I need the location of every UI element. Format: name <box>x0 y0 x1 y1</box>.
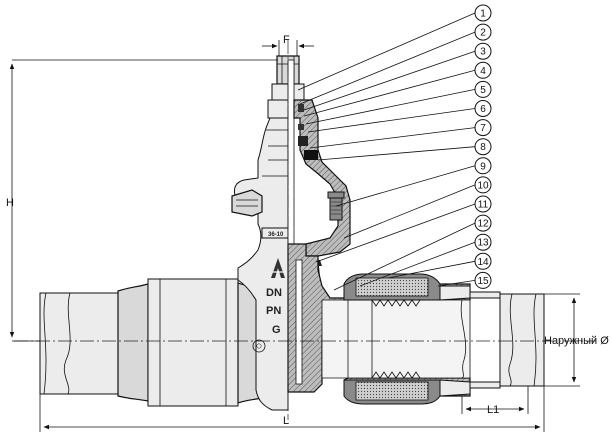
callout-bubble-7 <box>474 119 492 137</box>
callout-leader-6 <box>307 108 476 133</box>
dimension-h <box>9 59 278 342</box>
callout-bubble-2 <box>474 23 492 41</box>
callout-bubble-8 <box>474 138 492 156</box>
dimension-l1-label: L1 <box>487 404 499 416</box>
callout-number-14: 14 <box>477 257 489 268</box>
callout-number-11: 11 <box>478 200 489 211</box>
callout-leader-8 <box>317 146 476 161</box>
callout-leader-1 <box>297 12 476 91</box>
dimension-outer-diameter <box>544 293 580 387</box>
dimension-f-label: F <box>283 34 290 46</box>
dn-mark: DN <box>266 287 282 299</box>
callout-number-1: 1 <box>480 9 486 20</box>
callout-leader-7 <box>309 127 476 149</box>
callout-bubble-4 <box>474 61 492 79</box>
callout-number-7: 7 <box>480 123 486 134</box>
size-code-label: 36-10 <box>268 232 284 238</box>
callout-leader-4 <box>303 69 476 117</box>
callout-number-10: 10 <box>477 180 489 191</box>
dimension-l-label: L <box>283 415 289 427</box>
callout-number-15: 15 <box>477 276 489 287</box>
dimension-h-label: H <box>6 197 14 209</box>
callout-number-12: 12 <box>477 219 489 230</box>
dimension-f <box>262 40 314 56</box>
callout-bubble-9 <box>474 157 492 175</box>
callout-bubble-15 <box>474 271 492 289</box>
callout-bubble-3 <box>474 42 492 60</box>
callout-number-2: 2 <box>480 28 486 39</box>
callout-bubble-11 <box>474 195 492 213</box>
callout-leader-12 <box>333 222 476 291</box>
callout-bubble-10 <box>474 176 492 194</box>
callout-leader-10 <box>343 184 476 239</box>
dimension-l1 <box>461 386 529 414</box>
callout-leader-2 <box>299 31 476 105</box>
callout-bubble-1 <box>474 4 492 22</box>
callout-number-3: 3 <box>480 47 486 58</box>
callout-bubble-5 <box>474 80 492 98</box>
callout-bubble-6 <box>474 100 492 117</box>
callout-leader-9 <box>335 165 476 207</box>
callout-leader-11 <box>315 203 476 263</box>
brand-mark <box>271 258 285 278</box>
callout-bubble-12 <box>474 214 492 232</box>
right-pipe-end <box>499 293 545 387</box>
valve-body-exterior <box>231 117 289 411</box>
callout-leader-14 <box>387 260 476 279</box>
callout-leader-13 <box>359 241 476 287</box>
callout-number-5: 5 <box>480 85 486 96</box>
g-mark: G <box>272 324 281 336</box>
callout-number-8: 8 <box>480 142 486 153</box>
pn-mark: PN <box>266 305 281 317</box>
dimension-l <box>39 386 545 432</box>
callout-leader-3 <box>303 50 476 111</box>
callout-bubble-14 <box>474 252 492 270</box>
outer-diameter-label: Наружный Ø <box>544 335 609 347</box>
callout-leader-5 <box>305 89 476 125</box>
callout-number-4: 4 <box>480 66 486 77</box>
callout-number-9: 9 <box>480 161 486 172</box>
callout-bubble-13 <box>474 233 492 251</box>
callout-number-13: 13 <box>477 238 489 249</box>
callout-number-6: 6 <box>480 104 486 115</box>
section-view <box>287 99 501 405</box>
callout-leader-15 <box>437 280 476 287</box>
left-pipe-end <box>39 278 263 407</box>
